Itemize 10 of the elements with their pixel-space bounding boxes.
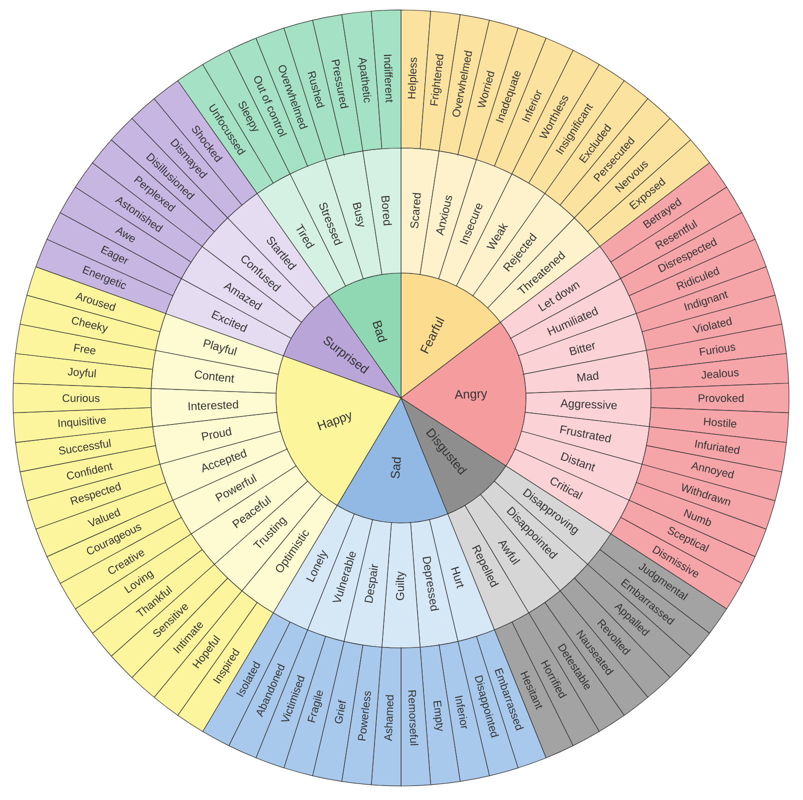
wheel-sector: Provoked	[650, 382, 790, 414]
wheel-sector: Helpless	[400, 10, 431, 150]
wheel-sector: Curious	[12, 382, 152, 414]
wheel-sector: Bored	[362, 148, 402, 275]
wheel-sector: Joyful	[12, 353, 153, 389]
wheel-sector: Indifferent	[371, 10, 402, 150]
wheel-sector: Guilty	[382, 522, 420, 648]
wheel-sector: Interested	[150, 388, 278, 427]
wheel-sector: Ashamed	[371, 646, 402, 786]
wheel-sector: Remorseful	[400, 646, 431, 786]
